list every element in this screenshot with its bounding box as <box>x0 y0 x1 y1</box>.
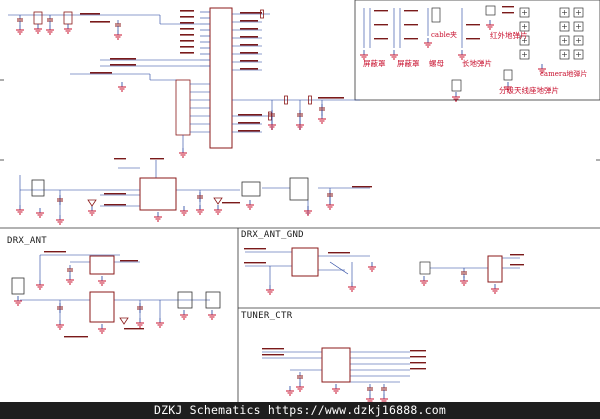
label-ir-ground-spring: 红外地弹片 <box>490 31 528 40</box>
top-left-circuit <box>8 7 462 158</box>
sheet-borders <box>0 0 600 402</box>
section-title-drx-ant-gnd: DRX_ANT_GND <box>241 230 304 240</box>
drx-ant-gnd-circuit <box>244 247 524 295</box>
watermark-footer: DZKJ Schematics https://www.dzkj16888.co… <box>0 402 600 419</box>
label-shield-2: 屏蔽罩 <box>397 59 420 68</box>
label-diversity-ant-spring: 分级天线座地弹片 <box>499 86 559 95</box>
label-cable-clip: cable夹 <box>431 31 457 39</box>
label-shield-1: 屏蔽罩 <box>363 59 386 68</box>
tuner-ctr-circuit <box>262 347 426 404</box>
label-long-ground-spring: 长地弹片 <box>462 59 492 68</box>
shield-spring-area <box>359 5 584 92</box>
drx-ant-circuit <box>11 251 221 338</box>
section-title-tuner-ctr: TUNER_CTR <box>241 311 293 321</box>
rf-chain-circuit <box>15 158 372 225</box>
section-title-drx-ant: DRX_ANT <box>7 236 48 246</box>
label-camera-ground-spring: camera地弹片 <box>540 70 588 78</box>
label-screw: 螺母 <box>429 59 444 68</box>
